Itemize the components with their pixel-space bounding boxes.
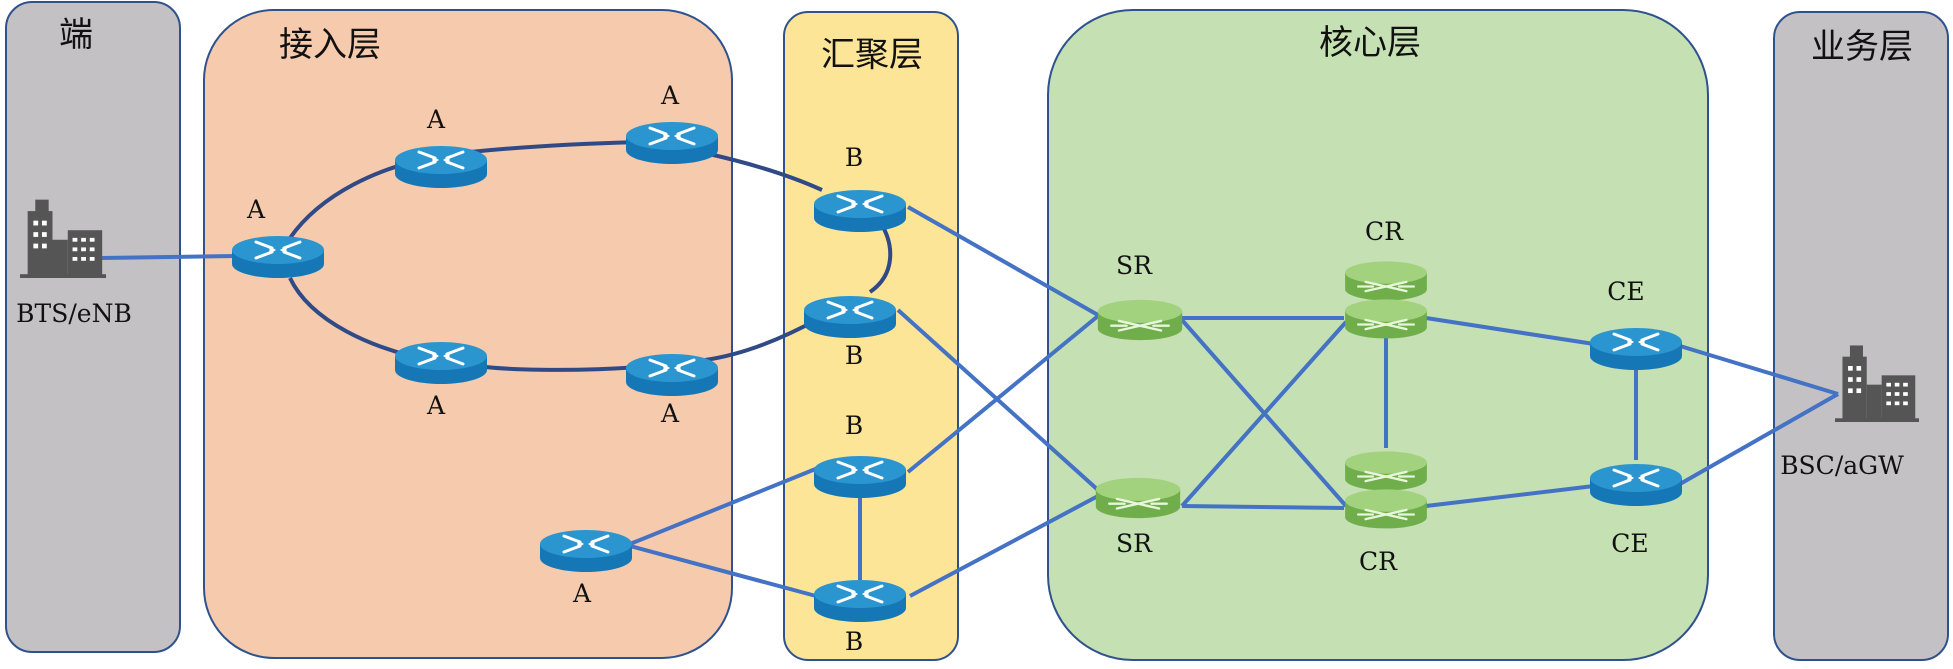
node-sr1: SR [1096,251,1184,342]
router-icon [812,578,908,624]
link-sr2-cr2 [1181,504,1345,510]
node-b4-label: B [845,627,863,656]
node-sr1-label: SR [1116,251,1153,280]
node-ce1: CE [1588,277,1684,372]
service-layer-title: 业务层 [1811,27,1913,67]
link-a2-a3 [469,140,641,154]
aggregation-layer-title: 汇聚层 [821,35,923,75]
router-icon [393,144,489,190]
link-cr2-ce2 [1425,484,1595,508]
link-a4-b4 [629,544,817,598]
access-layer-title: 接入层 [279,25,381,65]
node-b4: B [812,578,908,656]
node-a2: A [393,105,489,190]
link-a4-b3 [629,466,819,546]
network-links [99,205,1839,598]
link-cr1-ce1 [1425,316,1595,346]
router-icon [1588,462,1684,508]
node-a5: A [393,340,489,420]
node-a1: A [230,195,326,280]
router-icon [624,120,720,166]
node-b1-label: B [845,143,863,172]
node-a3-label: A [660,81,680,110]
node-b1: B [812,143,908,234]
switch-icon [1343,260,1429,302]
link-ce2-bsc [1679,392,1839,486]
router-icon [230,234,326,280]
node-b2: B [802,294,898,370]
service-layer-zone [1773,11,1949,661]
link-b1-sr1 [907,205,1099,317]
core-layer-title: 核心层 [1319,23,1421,63]
switch-icon [1343,298,1429,340]
router-icon [624,352,720,398]
node-a6-label: A [660,399,680,428]
switch-icon [1343,450,1429,492]
node-b2-label: B [845,341,863,370]
link-a3-b1 [699,150,823,192]
router-icon [393,340,489,386]
bsc-endpoint: BSC/aGW [1780,345,1919,480]
link-sr2-cr1 [1180,320,1348,508]
node-sr2-label: SR [1116,529,1153,558]
link-bts-a1 [99,254,237,260]
link-b3-sr1 [906,314,1100,474]
bts-label: BTS/eNB [16,299,132,328]
switch-icon [1094,476,1182,520]
access-layer-zone [203,9,733,659]
terminal-zone [5,1,181,653]
node-cr1: CR [1343,217,1429,340]
terminal-zone-title: 端 [59,15,93,55]
switch-icon [1096,298,1184,342]
node-sr2: SR [1094,476,1182,558]
router-icon [1588,326,1684,372]
router-icon [812,188,908,234]
bsc-label: BSC/aGW [1780,451,1904,480]
node-a4-label: A [572,579,592,608]
node-ce1-label: CE [1607,277,1644,306]
node-b3-label: B [845,411,863,440]
node-b3: B [812,411,908,500]
node-cr1-label: CR [1365,217,1404,246]
bts-endpoint: BTS/eNB [16,199,132,328]
node-a3: A [624,81,720,166]
link-b4-sr2 [909,494,1099,598]
router-icon [812,454,908,500]
node-a6: A [624,352,720,428]
switch-icon [1343,488,1429,530]
node-a5-label: A [426,391,446,420]
node-a4: A [538,528,634,608]
link-ce1-bsc [1679,344,1839,396]
node-a1-label: A [246,195,266,224]
node-ce2-label: CE [1611,529,1648,558]
router-icon [538,528,634,574]
node-a2-label: A [426,105,446,134]
router-icon [802,294,898,340]
node-cr2: CR [1343,450,1429,576]
node-ce2: CE [1588,462,1684,558]
node-cr2-label: CR [1359,547,1398,576]
